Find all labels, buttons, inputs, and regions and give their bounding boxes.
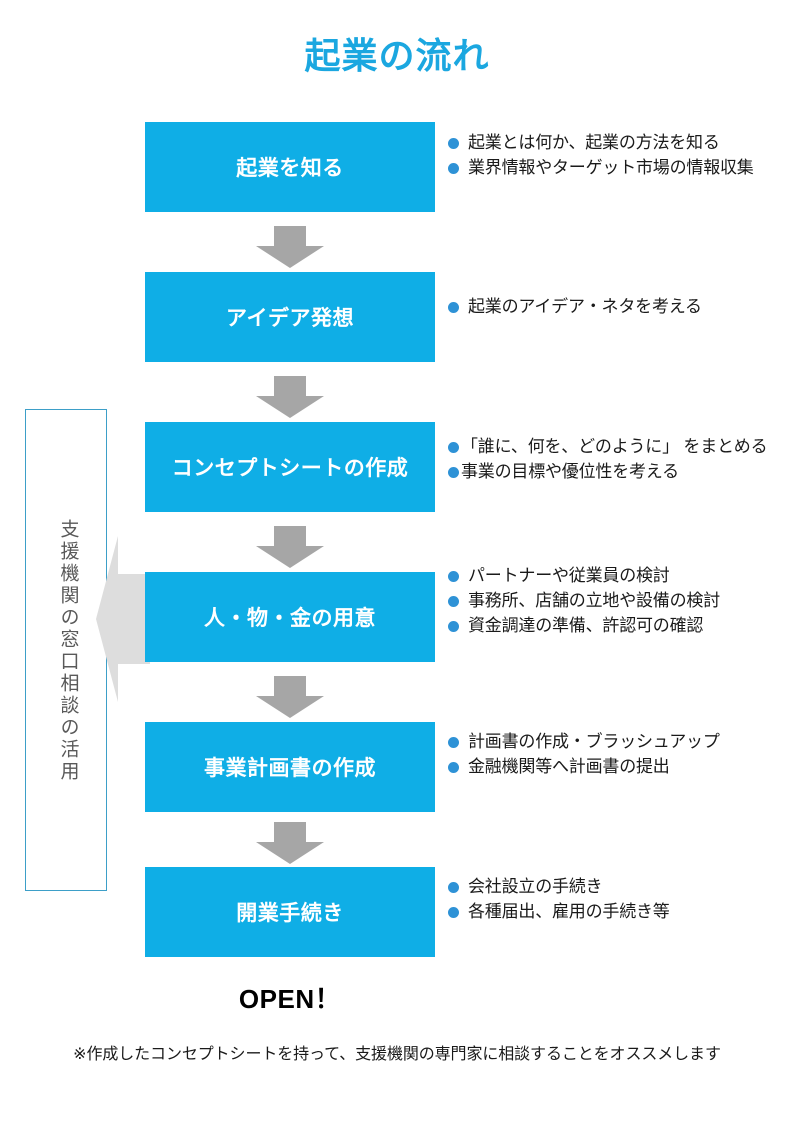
bullet-label: 事業の目標や優位性を考える — [461, 462, 679, 482]
down-arrow-icon — [256, 822, 324, 864]
down-arrow-icon — [256, 526, 324, 568]
list-item: 事業の目標や優位性を考える — [448, 462, 792, 482]
step-box-4[interactable]: 人・物・金の用意 — [145, 572, 435, 662]
step-bullets-6: 会社設立の手続き 各種届出、雇用の手続き等 — [448, 877, 792, 927]
step-box-5[interactable]: 事業計画書の作成 — [145, 722, 435, 812]
step-box-2[interactable]: アイデア発想 — [145, 272, 435, 362]
bullet-dot-icon — [448, 621, 459, 633]
list-item: パートナーや従業員の検討 — [448, 566, 792, 586]
step-box-6[interactable]: 開業手続き — [145, 867, 435, 957]
bullet-dot-icon — [448, 138, 459, 149]
list-item: 事務所、店舗の立地や設備の検討 — [448, 591, 792, 611]
bullet-dot-icon — [448, 737, 459, 748]
bullet-label: 会社設立の手続き — [468, 877, 603, 896]
down-arrow-icon — [256, 676, 324, 718]
bullet-dot-icon — [448, 882, 459, 893]
list-item: 計画書の作成・ブラッシュアップ — [448, 732, 792, 752]
bullet-label: 起業とは何か、起業の方法を知る — [468, 133, 720, 152]
step-bullets-4: パートナーや従業員の検討 事務所、店舗の立地や設備の検討 資金調達の準備、許認可… — [448, 566, 792, 641]
support-consultation-panel: 支援機関の窓口相談の活用 — [25, 409, 107, 891]
open-label: OPEN！ — [238, 984, 342, 1014]
list-item: 業界情報やターゲット市場の情報収集 — [448, 158, 792, 178]
bullet-dot-icon — [448, 596, 459, 608]
bullet-dot-icon — [448, 163, 459, 175]
step-bullets-5: 計画書の作成・ブラッシュアップ 金融機関等へ計画書の提出 — [448, 732, 792, 782]
bullet-label: 金融機関等へ計画書の提出 — [468, 757, 670, 777]
bullet-label: 起業のアイデア・ネタを考える — [468, 297, 702, 316]
bullet-label: 資金調達の準備、許認可の確認 — [468, 616, 704, 636]
list-item: 金融機関等へ計画書の提出 — [448, 757, 792, 777]
bullet-dot-icon — [448, 571, 459, 582]
bullet-dot-icon — [448, 302, 459, 313]
step-bullets-3: 「誰に、何を、どのように」 をまとめる 事業の目標や優位性を考える — [448, 437, 792, 487]
bullet-label: 各種届出、雇用の手続き等 — [468, 902, 670, 922]
bullet-label: 事務所、店舗の立地や設備の検討 — [468, 591, 720, 611]
bullet-dot-icon — [448, 467, 459, 479]
bullet-label: 計画書の作成・ブラッシュアップ — [468, 732, 720, 751]
footnote-text: ※作成したコンセプトシートを持って、支援機関の専門家に相談することをオススメしま… — [73, 1046, 721, 1063]
list-item: 会社設立の手続き — [448, 877, 792, 897]
list-item: 「誰に、何を、どのように」 をまとめる — [448, 437, 792, 457]
down-arrow-icon — [256, 226, 324, 268]
bullet-label: 業界情報やターゲット市場の情報収集 — [468, 158, 754, 178]
support-consultation-label-wrap: 支援機関の窓口相談の活用 — [26, 410, 108, 892]
bullet-dot-icon — [448, 762, 459, 774]
list-item: 起業とは何か、起業の方法を知る — [448, 133, 792, 153]
bullet-dot-icon — [448, 442, 459, 453]
step-bullets-2: 起業のアイデア・ネタを考える — [448, 297, 792, 322]
left-arrow-icon — [96, 534, 150, 704]
list-item: 起業のアイデア・ネタを考える — [448, 297, 792, 317]
down-arrow-icon — [256, 376, 324, 418]
list-item: 各種届出、雇用の手続き等 — [448, 902, 792, 922]
support-consultation-label: 支援機関の窓口相談の活用 — [57, 519, 79, 783]
bullet-label: パートナーや従業員の検討 — [468, 566, 670, 585]
bullet-dot-icon — [448, 907, 459, 919]
bullet-label: 「誰に、何を、どのように」 をまとめる — [461, 437, 768, 456]
list-item: 資金調達の準備、許認可の確認 — [448, 616, 792, 636]
page-title: 起業の流れ — [304, 35, 490, 76]
step-bullets-1: 起業とは何か、起業の方法を知る 業界情報やターゲット市場の情報収集 — [448, 133, 792, 183]
step-box-3[interactable]: コンセプトシートの作成 — [145, 422, 435, 512]
step-box-1[interactable]: 起業を知る — [145, 122, 435, 212]
